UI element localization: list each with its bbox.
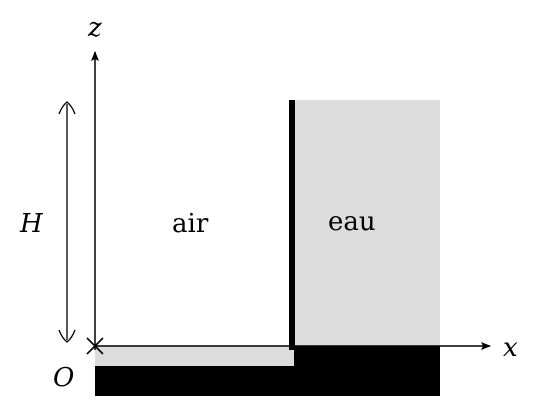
water-film bbox=[95, 346, 294, 366]
height-label: H bbox=[19, 209, 44, 239]
height-dimension bbox=[58, 101, 76, 343]
ground-slab-right bbox=[294, 346, 440, 396]
wall bbox=[289, 100, 295, 350]
origin-label: O bbox=[53, 363, 74, 393]
air-label: air bbox=[172, 209, 209, 239]
z-axis-label: z bbox=[87, 13, 102, 43]
water-region bbox=[294, 100, 440, 346]
origin-cross-icon bbox=[86, 337, 104, 355]
water-label: eau bbox=[328, 207, 376, 237]
ground-slab-left bbox=[95, 366, 295, 396]
x-axis-label: x bbox=[503, 333, 518, 363]
